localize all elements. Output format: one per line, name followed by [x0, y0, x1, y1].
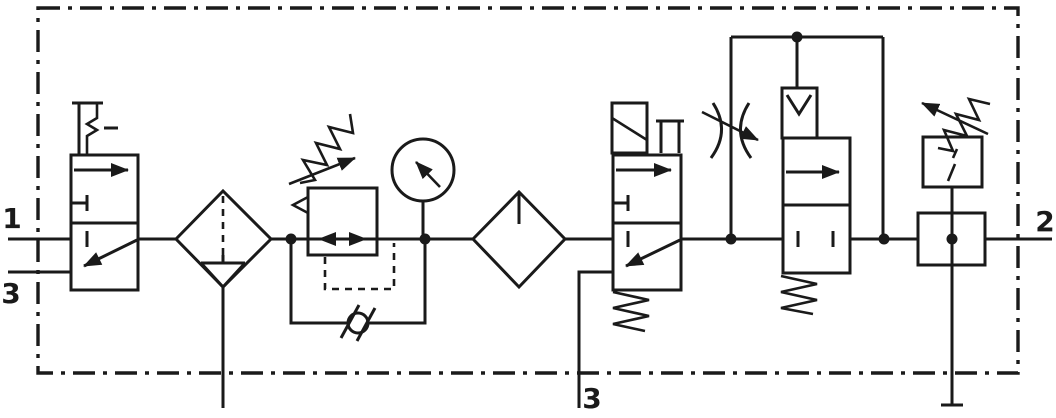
- port-label-1: 1: [2, 202, 21, 235]
- junction-dots: [285, 31, 958, 245]
- filter-separator-icon: [173, 188, 274, 408]
- adjustable-spring-icon: [288, 113, 356, 186]
- port-label-3-bottom: 3: [582, 382, 601, 415]
- manual-override-icon: [656, 119, 684, 153]
- lubricator-icon: [470, 189, 568, 290]
- port-label-3-left: 3: [1, 277, 20, 310]
- pilot-feedback-line: [323, 243, 396, 291]
- bypass-check-valve-icon: [289, 241, 427, 342]
- exhaust-line: [577, 270, 613, 408]
- return-spring-icon: [780, 274, 818, 316]
- pressure-switch-icon: [916, 97, 991, 407]
- solenoid-valve-icon: [577, 101, 684, 408]
- relief-vent-icon: [290, 194, 310, 216]
- port-label-2: 2: [1035, 205, 1054, 238]
- manual-actuator-icon: [72, 101, 118, 155]
- manual-shutoff-valve-icon: [69, 101, 140, 292]
- pressure-gauge-icon: [390, 137, 456, 237]
- air-pilot-icon: [780, 86, 819, 140]
- soft-start-valve-icon: [780, 86, 852, 316]
- pressure-regulator-icon: [288, 113, 396, 291]
- flow-restrictor-icon: [701, 35, 885, 239]
- return-spring-icon: [612, 290, 650, 333]
- adjustable-spring-icon: [921, 97, 991, 153]
- solenoid-coil-icon: [610, 101, 649, 155]
- assembly-boundary-box: [36, 6, 1020, 375]
